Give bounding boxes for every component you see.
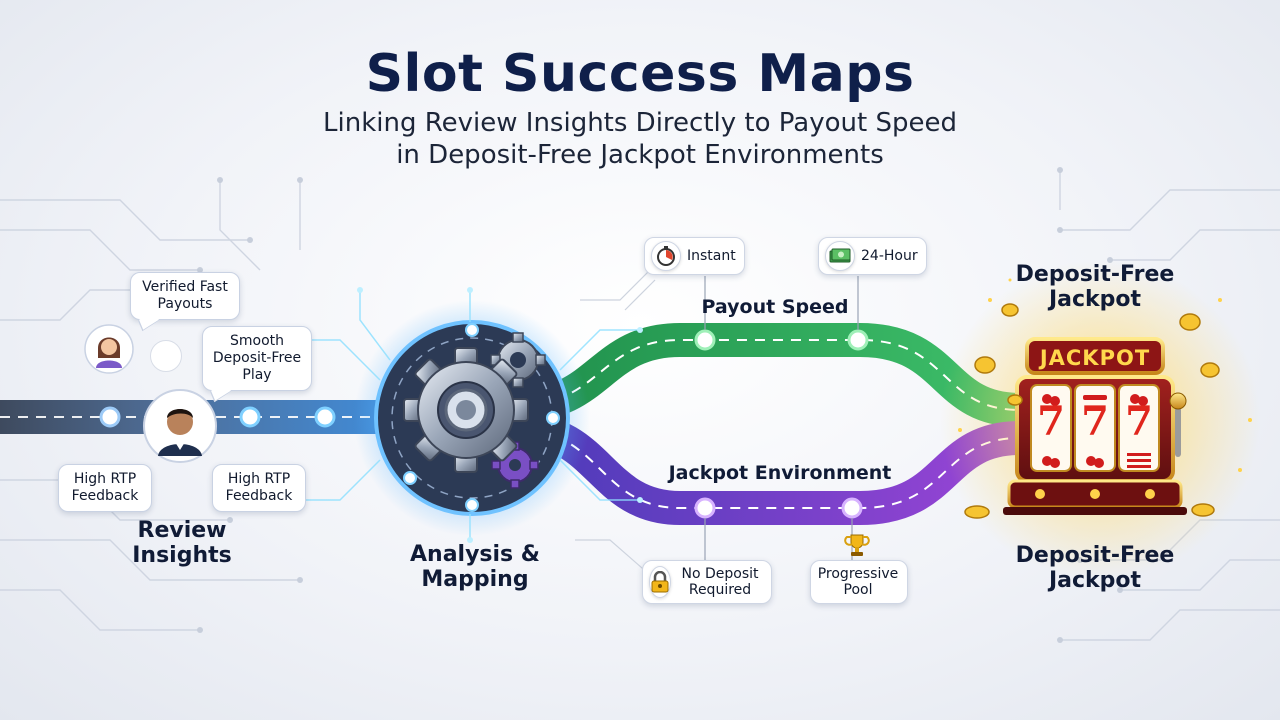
stopwatch-icon [651, 241, 681, 271]
coin-icon [1191, 503, 1215, 517]
tag-no-deposit-label: No Deposit Required [681, 566, 759, 598]
bubble-rtp-right: High RTP Feedback [212, 464, 306, 512]
cherry-icon [1042, 394, 1148, 468]
payout-speed-label: Payout Speed [701, 296, 849, 318]
tag-progressive-label: Progressive Pool [817, 566, 899, 598]
sparkles [958, 278, 1252, 472]
bubble-rtp-left: High RTP Feedback [58, 464, 152, 512]
coin-icon [1200, 362, 1220, 378]
tag-24-hour: 24-Hour [818, 237, 927, 275]
review-insights-label: Review Insights [132, 518, 232, 568]
tag-progressive-pool: Progressive Pool [810, 560, 908, 604]
reel-3: 7 [1125, 398, 1153, 445]
coin-icon [1007, 394, 1023, 406]
tag-instant: Instant [644, 237, 745, 275]
coins-decoration [964, 303, 1220, 519]
gear-icon [403, 347, 529, 473]
reel-2: 7 [1081, 398, 1109, 445]
subtitle-line-1: Linking Review Insights Directly to Payo… [323, 108, 957, 138]
slot-machine-icon [1003, 337, 1187, 515]
bubble-smooth-play: Smooth Deposit-Free Play [202, 326, 312, 391]
analysis-mapping-label: Analysis & Mapping [410, 542, 540, 592]
lock-icon [649, 566, 671, 598]
tag-24-hour-label: 24-Hour [861, 248, 918, 264]
page-title: Slot Success Maps [365, 44, 915, 104]
bubble-verified-payouts: Verified Fast Payouts [130, 272, 240, 320]
subtitle-line-2: in Deposit-Free Jackpot Environments [396, 140, 884, 170]
avatar-placeholder [150, 340, 182, 372]
reel-1: 7 [1037, 398, 1065, 445]
user-avatar-male-icon [143, 389, 217, 463]
deposit-free-jackpot-label-top: Deposit-Free Jackpot [1015, 262, 1175, 312]
user-avatar-female-icon [84, 324, 134, 374]
jackpot-sign: JACKPOT [1039, 346, 1151, 370]
deposit-free-jackpot-label-bottom: Deposit-Free Jackpot [1015, 543, 1175, 593]
trophy-icon [844, 532, 870, 558]
cash-icon [825, 241, 855, 271]
avatar-male [142, 388, 218, 464]
avatar-female [84, 324, 134, 374]
coin-icon [974, 356, 996, 374]
coin-icon [1179, 313, 1201, 331]
analysis-hub [297, 287, 643, 543]
tag-no-deposit: No Deposit Required [642, 560, 772, 604]
jackpot-environment-label: Jackpot Environment [668, 462, 892, 484]
slot-machine [995, 335, 1195, 525]
coin-icon [1001, 303, 1019, 317]
tag-instant-label: Instant [687, 248, 736, 264]
coin-icon [964, 505, 990, 519]
